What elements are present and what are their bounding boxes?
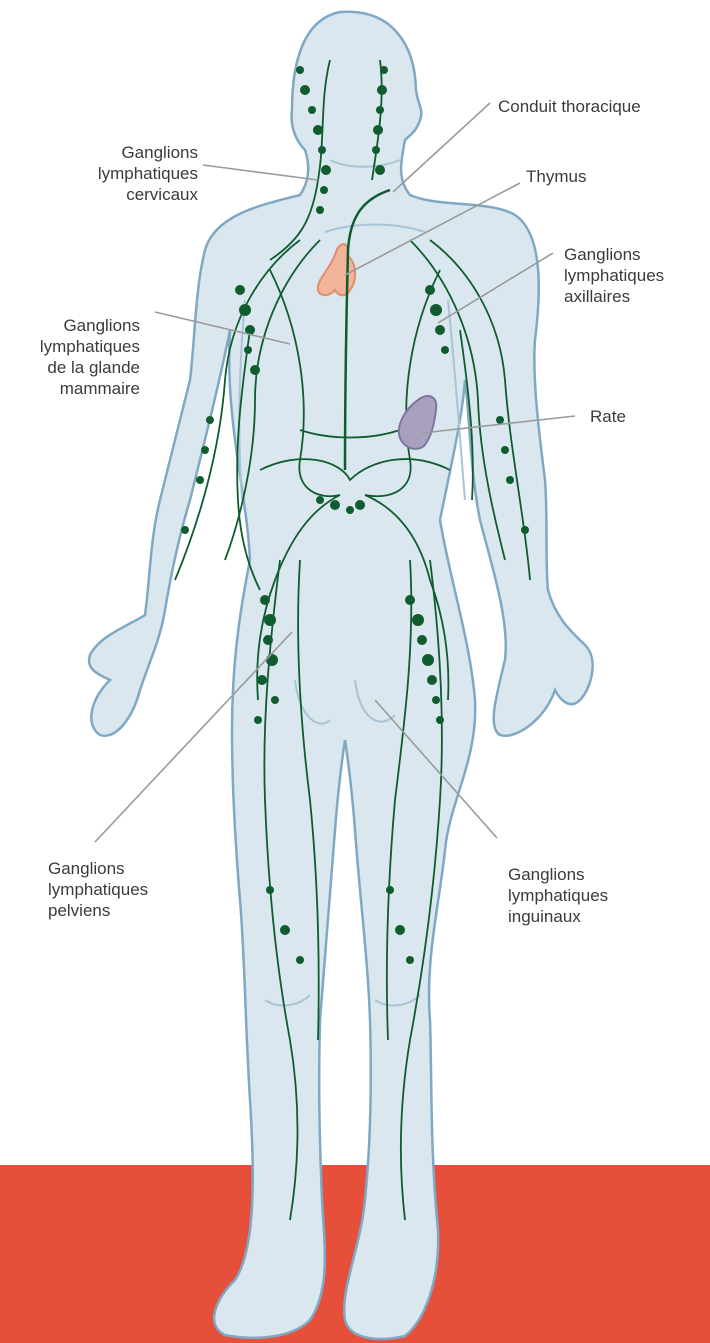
- lymph-node-24: [206, 416, 214, 424]
- lymph-node-1: [296, 66, 304, 74]
- label-axillary-nodes: Ganglions lymphatiques axillaires: [564, 244, 704, 307]
- lymph-node-41: [271, 696, 279, 704]
- lymph-node-55: [406, 956, 414, 964]
- lymph-node-2: [300, 85, 310, 95]
- lymph-node-19: [250, 365, 260, 375]
- label-cervical-nodes: Ganglions lymphatiques cervicaux: [60, 142, 198, 205]
- label-thymus: Thymus: [526, 166, 646, 187]
- lymph-node-6: [321, 165, 331, 175]
- lymph-node-48: [432, 696, 440, 704]
- lymph-node-31: [521, 526, 529, 534]
- lymph-node-5: [318, 146, 326, 154]
- lymph-node-14: [375, 165, 385, 175]
- lymph-node-53: [386, 886, 394, 894]
- lymph-node-45: [417, 635, 427, 645]
- lymph-node-3: [308, 106, 316, 114]
- lymph-node-34: [346, 506, 354, 514]
- lymph-node-8: [316, 206, 324, 214]
- label-spleen: Rate: [590, 406, 670, 427]
- label-pelvic-nodes: Ganglions lymphatiques pelviens: [48, 858, 198, 921]
- lymph-node-28: [496, 416, 504, 424]
- label-mammary-nodes: Ganglions lymphatiques de la glande mamm…: [20, 315, 140, 399]
- lymph-node-9: [380, 66, 388, 74]
- lymph-node-35: [355, 500, 365, 510]
- lymph-node-23: [441, 346, 449, 354]
- lymph-node-52: [296, 956, 304, 964]
- lymph-node-16: [239, 304, 251, 316]
- lymph-node-11: [376, 106, 384, 114]
- lymph-node-30: [506, 476, 514, 484]
- human-body-silhouette: [89, 12, 593, 1339]
- lymph-node-38: [263, 635, 273, 645]
- lymph-node-50: [266, 886, 274, 894]
- lymph-node-36: [260, 595, 270, 605]
- lymph-node-42: [254, 716, 262, 724]
- lymph-node-29: [501, 446, 509, 454]
- lymph-node-25: [201, 446, 209, 454]
- lymph-node-39: [266, 654, 278, 666]
- lymph-node-10: [377, 85, 387, 95]
- lymph-node-21: [430, 304, 442, 316]
- lymph-node-13: [372, 146, 380, 154]
- lymph-node-32: [316, 496, 324, 504]
- lymph-node-44: [412, 614, 424, 626]
- leader-cervical: [203, 165, 318, 180]
- lymph-node-46: [422, 654, 434, 666]
- body-outline: [89, 12, 593, 1339]
- lymph-node-33: [330, 500, 340, 510]
- lymph-node-12: [373, 125, 383, 135]
- lymph-node-20: [425, 285, 435, 295]
- lymph-node-15: [235, 285, 245, 295]
- lymph-node-7: [320, 186, 328, 194]
- lymph-node-54: [395, 925, 405, 935]
- lymph-node-4: [313, 125, 323, 135]
- lymph-node-26: [196, 476, 204, 484]
- lymph-node-47: [427, 675, 437, 685]
- lymph-node-43: [405, 595, 415, 605]
- label-thoracic-duct: Conduit thoracique: [498, 96, 698, 117]
- lymph-node-27: [181, 526, 189, 534]
- lymph-node-22: [435, 325, 445, 335]
- lymph-node-40: [257, 675, 267, 685]
- lymph-node-49: [436, 716, 444, 724]
- lymph-node-18: [244, 346, 252, 354]
- lymph-node-51: [280, 925, 290, 935]
- label-inguinal-nodes: Ganglions lymphatiques inguinaux: [508, 864, 658, 927]
- lymph-node-37: [264, 614, 276, 626]
